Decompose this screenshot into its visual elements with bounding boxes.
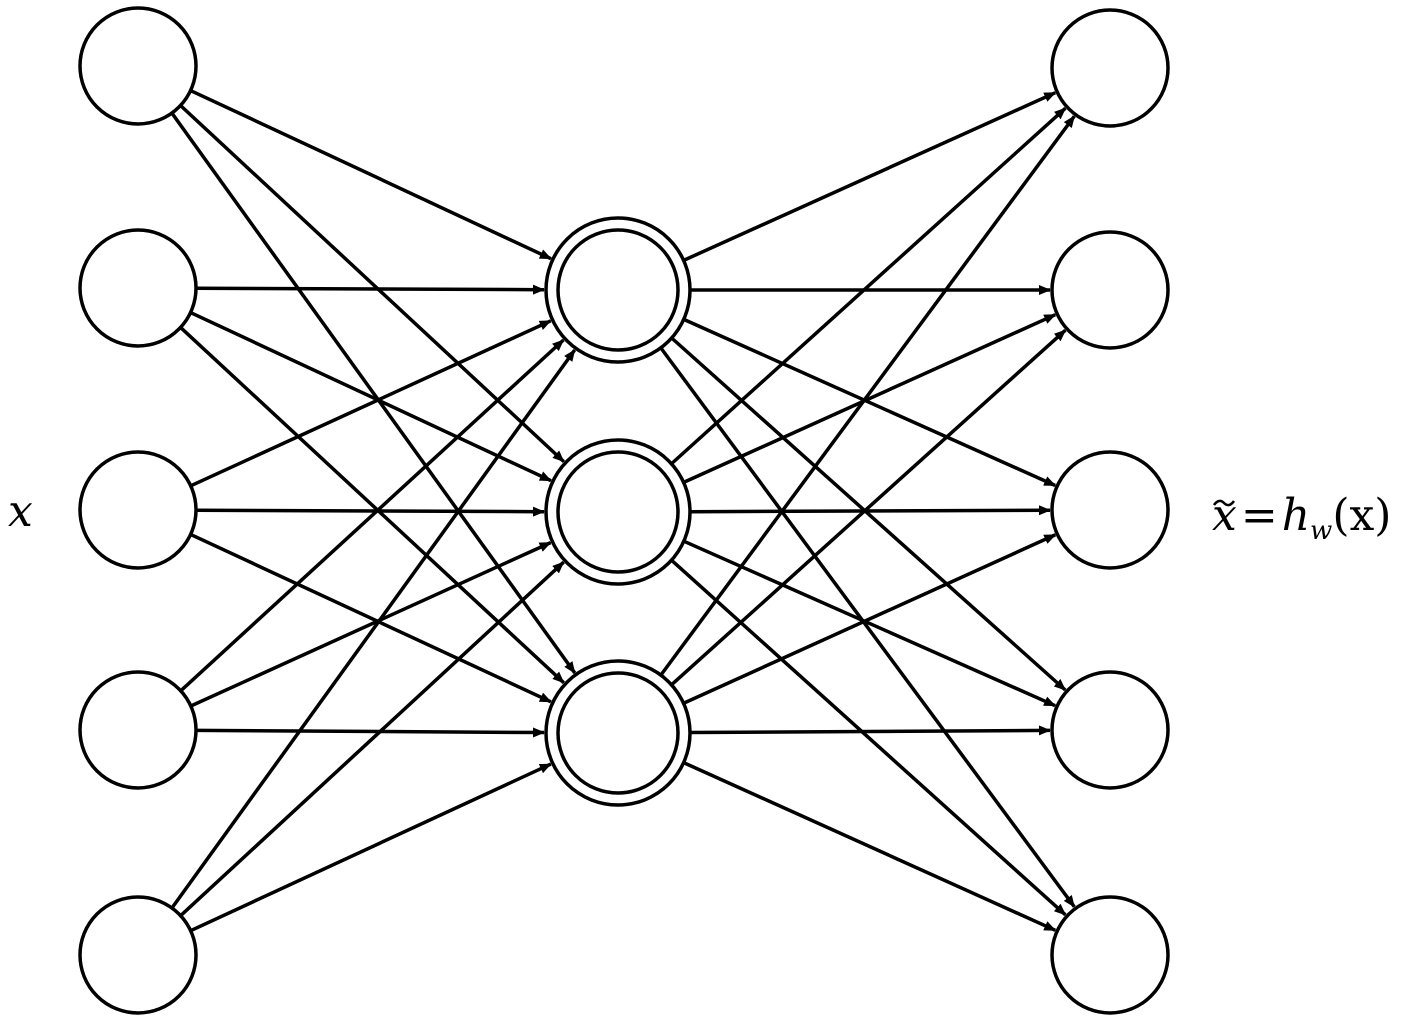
edge-input-5-hidden-2 (179, 560, 565, 917)
edge-hidden-3-output-4 (689, 725, 1052, 736)
edge-hidden-3-output-1 (659, 115, 1076, 677)
edge-hidden-2-output-3 (689, 505, 1052, 516)
network-nodes (78, 6, 1170, 1015)
edge-hidden-2-output-2 (682, 313, 1057, 484)
output-node-4 (1050, 670, 1170, 790)
edge-hidden-2-output-4 (683, 539, 1057, 708)
edge-hidden-3-output-3 (682, 533, 1057, 705)
edge-hidden-2-output-1 (670, 106, 1067, 466)
edge-input-4-hidden-1 (179, 338, 565, 693)
edge-hidden-3-output-5 (682, 761, 1057, 932)
edge-hidden-1-output-5 (659, 346, 1076, 908)
svg-text:x=hw(x): x=hw(x) (1212, 490, 1391, 546)
hidden-node-1-inner-ring (556, 228, 680, 352)
input-node-4 (78, 670, 198, 790)
hidden-node-3-inner-ring (556, 671, 680, 795)
hidden-node-2-inner-ring (556, 450, 680, 574)
output-label-sub: w (1310, 516, 1332, 546)
output-node-3 (1050, 450, 1170, 570)
output-label: x=hw(x) (1212, 490, 1391, 546)
edge-input-3-hidden-2 (195, 506, 546, 517)
edge-hidden-1-output-1 (682, 91, 1057, 262)
output-label-fn: h (1282, 490, 1310, 541)
edge-input-1-hidden-1 (189, 88, 552, 261)
output-node-5 (1050, 895, 1170, 1015)
edge-input-5-hidden-1 (170, 348, 577, 909)
edge-input-3-hidden-1 (189, 319, 552, 488)
edge-input-4-hidden-3 (195, 727, 546, 738)
input-node-3 (78, 450, 198, 570)
output-node-2 (1050, 230, 1170, 350)
output-label-tilde (1212, 499, 1236, 507)
edge-input-3-hidden-3 (189, 532, 552, 704)
output-node-1 (1050, 8, 1170, 128)
edge-input-2-hidden-1 (195, 284, 546, 295)
edge-input-2-hidden-3 (179, 326, 565, 684)
output-label-arg: (x) (1332, 490, 1391, 541)
input-node-5 (78, 895, 198, 1015)
connection-edges (170, 88, 1076, 933)
input-node-2 (78, 228, 198, 348)
edge-input-4-hidden-2 (190, 541, 552, 708)
edge-hidden-1-output-4 (670, 336, 1067, 692)
edge-hidden-1-output-3 (683, 317, 1057, 488)
output-label-equals: = (1241, 490, 1278, 541)
edge-input-2-hidden-2 (189, 310, 552, 483)
edge-input-5-hidden-3 (189, 762, 552, 933)
edge-hidden-3-output-2 (670, 328, 1067, 687)
input-label: x (8, 486, 33, 537)
edge-input-1-hidden-2 (179, 104, 565, 463)
edge-input-1-hidden-3 (170, 112, 577, 674)
output-label-var: x (1212, 490, 1237, 541)
edge-hidden-2-output-5 (670, 558, 1067, 917)
input-node-1 (78, 6, 198, 126)
